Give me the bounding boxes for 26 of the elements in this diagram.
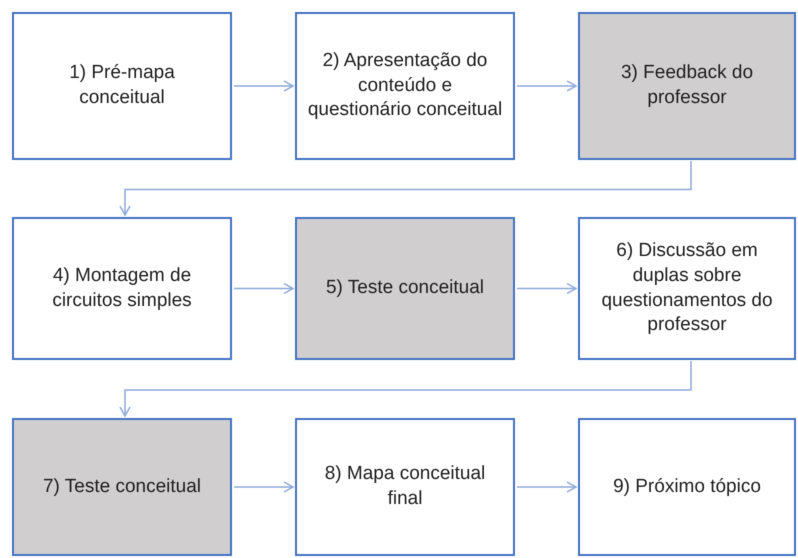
arrow [234, 282, 294, 294]
process-box [578, 217, 796, 360]
arrow [119, 161, 692, 216]
step-label: 8) Mapa conceitual final [324, 462, 486, 511]
arrow [234, 481, 294, 493]
arrow [517, 282, 577, 294]
process-box [578, 418, 796, 556]
arrow [119, 361, 692, 417]
step-label: 7) Teste conceitual [42, 474, 202, 499]
step-label: 5) Teste conceitual [326, 276, 484, 300]
process-box [12, 418, 232, 556]
process-box [578, 12, 796, 160]
step-label: 9) Próximo tópico [613, 474, 761, 499]
step-label: 4) Montagem de circuitos simples [51, 264, 193, 312]
step-label: 6) Discussão em duplas sobre questionamentos do professor [600, 239, 774, 338]
process-box [295, 12, 515, 160]
step-label: 2) Apresentação do conteúdo e questionário conceitual [307, 48, 503, 122]
step-label: 1) Pré-mapa conceitual [68, 61, 176, 110]
step-label: 3) Feedback do professor [620, 61, 754, 110]
arrow [517, 80, 577, 92]
process-box [12, 12, 232, 160]
process-box [12, 217, 232, 360]
process-box [295, 418, 515, 556]
arrow [234, 80, 294, 92]
process-box [295, 217, 515, 360]
arrow [517, 481, 577, 493]
